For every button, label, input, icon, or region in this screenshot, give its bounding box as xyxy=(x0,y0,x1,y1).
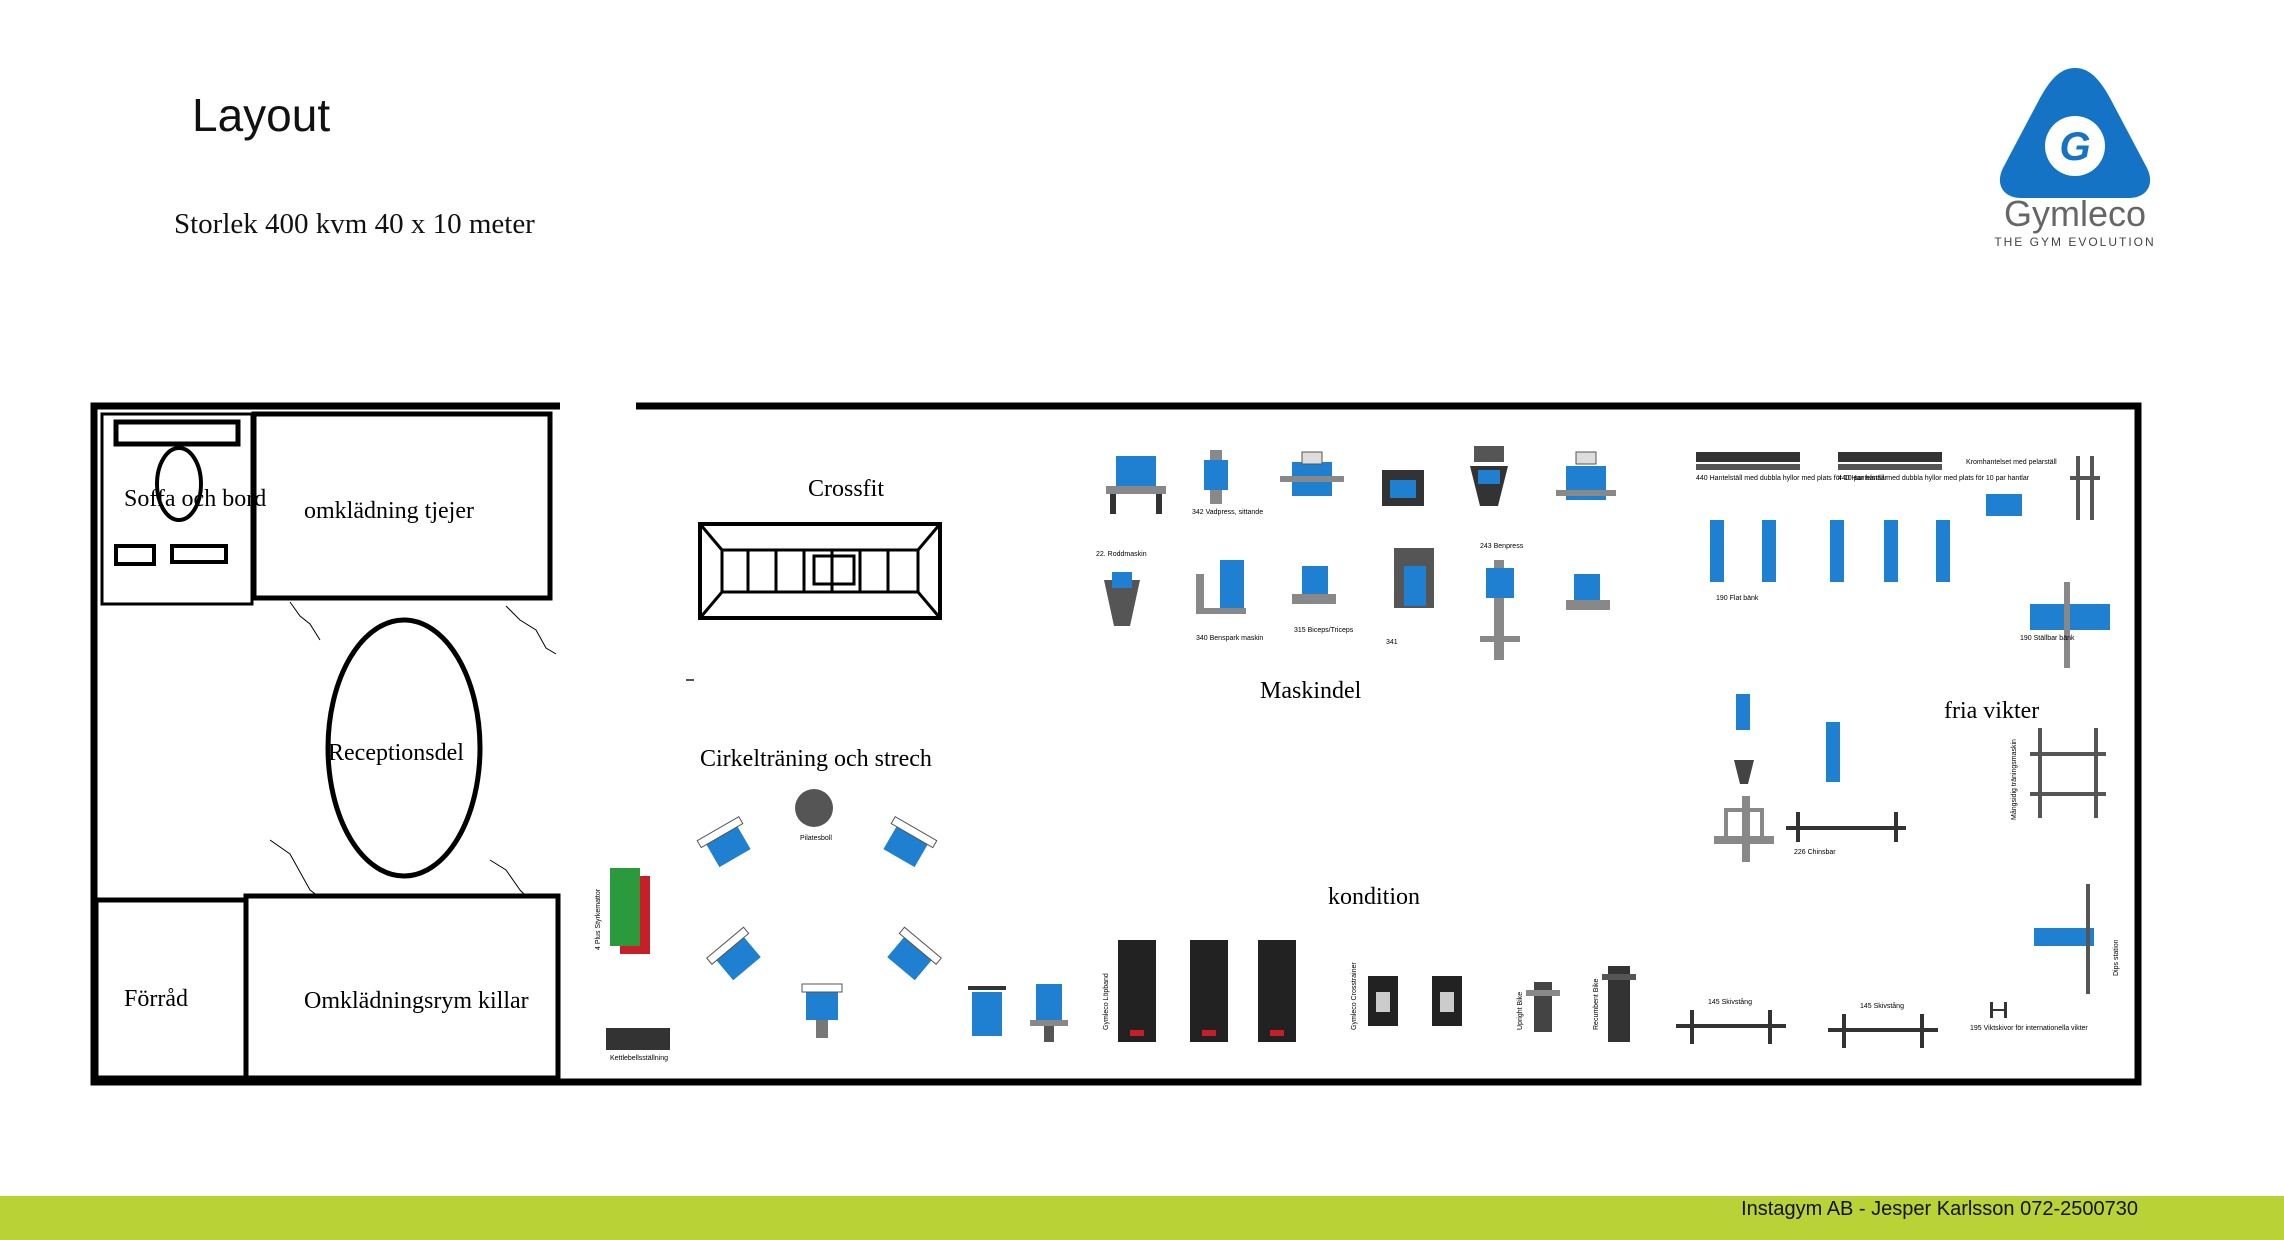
krom-label: Kromhantelset med pelarställ xyxy=(1966,459,2057,466)
room-forrad-label: Förråd xyxy=(124,986,188,1012)
dips-station xyxy=(2034,884,2094,994)
machine-bottom-2 xyxy=(1030,984,1068,1042)
machine-341 xyxy=(1394,548,1434,608)
circuit-machine-5 xyxy=(801,983,843,1038)
reception-desk xyxy=(325,617,483,879)
treadmill-1 xyxy=(1118,940,1156,1042)
chinbar-label: 226 Chinsbar xyxy=(1794,849,1836,856)
chair-right xyxy=(170,544,228,564)
circuit-machine-4 xyxy=(887,926,942,981)
kromhantel-stand xyxy=(1986,494,2022,516)
machine-bottom-1 xyxy=(968,986,1006,1036)
zone-crossfit-label: Crossfit xyxy=(808,476,884,502)
leg-extension xyxy=(1196,560,1246,614)
crosstrainer-1 xyxy=(1368,976,1398,1026)
stallbar-benches xyxy=(1710,520,1950,582)
hantel2-label: 440 Hantelställ med dubbla hyllor med pl… xyxy=(1838,475,2030,482)
machine-row2-6 xyxy=(1566,574,1610,610)
center-bench-station xyxy=(1714,694,1774,862)
page-subtitle: Storlek 400 kvm 40 x 10 meter xyxy=(174,208,535,240)
logo-letter: G xyxy=(2059,125,2090,169)
machine-row1-3 xyxy=(1280,451,1344,496)
gymleco-logo: G Gymleco THE GYM EVOLUTION xyxy=(1994,68,2155,249)
biceps-label: 315 Biceps/Triceps xyxy=(1294,627,1354,634)
skivstang-label-2: 145 Skivstång xyxy=(1860,1002,1904,1010)
door-swing-1 xyxy=(289,601,321,641)
skivstang-label-1: 145 Skivstång xyxy=(1708,998,1752,1006)
circuit-machine-2 xyxy=(883,815,938,868)
logo-brand: Gymleco xyxy=(2004,193,2146,234)
machine-row1-2 xyxy=(1204,450,1228,504)
benspark-label: 340 Benspark maskin xyxy=(1196,635,1263,642)
recumbent-bike xyxy=(1602,966,1636,1042)
kettlebell-label: Kettlebellsställning xyxy=(610,1055,668,1062)
hantel1-label: 440 Hantelställ med dubbla hyllor med pl… xyxy=(1696,475,1888,482)
treadmill-3 xyxy=(1258,940,1296,1042)
leg-press xyxy=(1480,560,1520,660)
bench-press-station xyxy=(2030,582,2110,668)
room-reception-label: Receptionsdel xyxy=(328,740,464,766)
door-swing-4 xyxy=(489,859,527,897)
logo-tagline: THE GYM EVOLUTION xyxy=(1994,235,2155,249)
treadmill-2 xyxy=(1190,940,1228,1042)
rack-right-1 xyxy=(2070,456,2100,520)
upright-bike xyxy=(1526,982,1560,1032)
pilates-ball xyxy=(795,789,833,827)
pilates-ball-label: Pilatesboll xyxy=(800,835,832,842)
olympic-bar xyxy=(1786,812,1906,842)
crosstrainer-2 xyxy=(1432,976,1462,1026)
footer-bar xyxy=(0,1196,2284,1240)
lopband-label: Gymleco Löpband xyxy=(1103,973,1110,1030)
recumbent-label: Recumbent Bike xyxy=(1593,979,1600,1030)
biceps-machine xyxy=(1292,566,1336,604)
zone-cirkel-label: Cirkelträning och strech xyxy=(700,746,932,772)
barbell-2 xyxy=(1828,1014,1938,1048)
machine-341-label: 341 xyxy=(1386,639,1398,646)
rowing-machine xyxy=(1104,572,1140,626)
dips-label: Dips station xyxy=(2113,939,2120,976)
machine-row1-5 xyxy=(1470,446,1508,506)
door-swing-2 xyxy=(505,605,557,655)
weight-plates xyxy=(1990,1002,2007,1018)
barbell-1 xyxy=(1676,1010,1786,1044)
right-rack-2 xyxy=(2030,728,2106,818)
mats-label: 4 Plus Styrkemattor xyxy=(595,888,602,950)
kettlebell-rack xyxy=(606,1028,670,1050)
dumbbell-rack-1 xyxy=(1696,452,1800,470)
zone-kondition-label: kondition xyxy=(1328,884,1420,910)
crossfit-rig xyxy=(698,522,942,620)
zone-fria-vikter-label: fria vikter xyxy=(1944,698,2039,724)
room-tjejer-label: omklädning tjejer xyxy=(304,498,474,524)
door-swing-3 xyxy=(269,839,319,897)
upright-label: Upright Bike xyxy=(1517,992,1524,1030)
room-killar-label: Omklädningsrym killar xyxy=(304,988,529,1014)
room-tjejer xyxy=(251,411,553,601)
zone-maskindel-label: Maskindel xyxy=(1260,678,1362,704)
machine-row1-1 xyxy=(1106,456,1166,514)
outer-wall xyxy=(90,402,2142,1086)
benpress-label: 243 Benpress xyxy=(1480,543,1524,550)
viktskivor-label: 195 Viktskivor för internationella vikte… xyxy=(1970,1025,2088,1032)
vadpress-label: 342 Vadpress, sittande xyxy=(1192,509,1263,516)
circuit-machine-1 xyxy=(696,815,751,868)
machine-row1-4 xyxy=(1382,470,1424,506)
flat-bench-label: 190 Flat bänk xyxy=(1716,595,1759,602)
sofa xyxy=(113,419,241,447)
stallbar-label: 190 Ställbar bänk xyxy=(2020,635,2075,642)
table xyxy=(155,446,203,522)
dumbbell-rack-2 xyxy=(1838,452,1942,470)
room-killar xyxy=(243,893,561,1081)
rodd-label: 22. Roddmaskin xyxy=(1096,551,1147,558)
mat-green xyxy=(610,868,640,946)
page-title: Layout xyxy=(192,89,331,141)
crosstrainer-label: Gymleco Crosstrainer xyxy=(1351,962,1358,1030)
circuit-machine-3 xyxy=(706,926,761,981)
machine-row1-6 xyxy=(1556,451,1616,500)
footer-contact: Instagym AB - Jesper Karlsson 072-250073… xyxy=(1741,1198,2138,1220)
room-soffa-label: Soffa och bord xyxy=(124,486,266,512)
mangsidig-label: Mångsidig träningsmaskin xyxy=(2010,739,2018,820)
chair-left xyxy=(114,544,156,566)
center-bench-2 xyxy=(1826,722,1840,782)
